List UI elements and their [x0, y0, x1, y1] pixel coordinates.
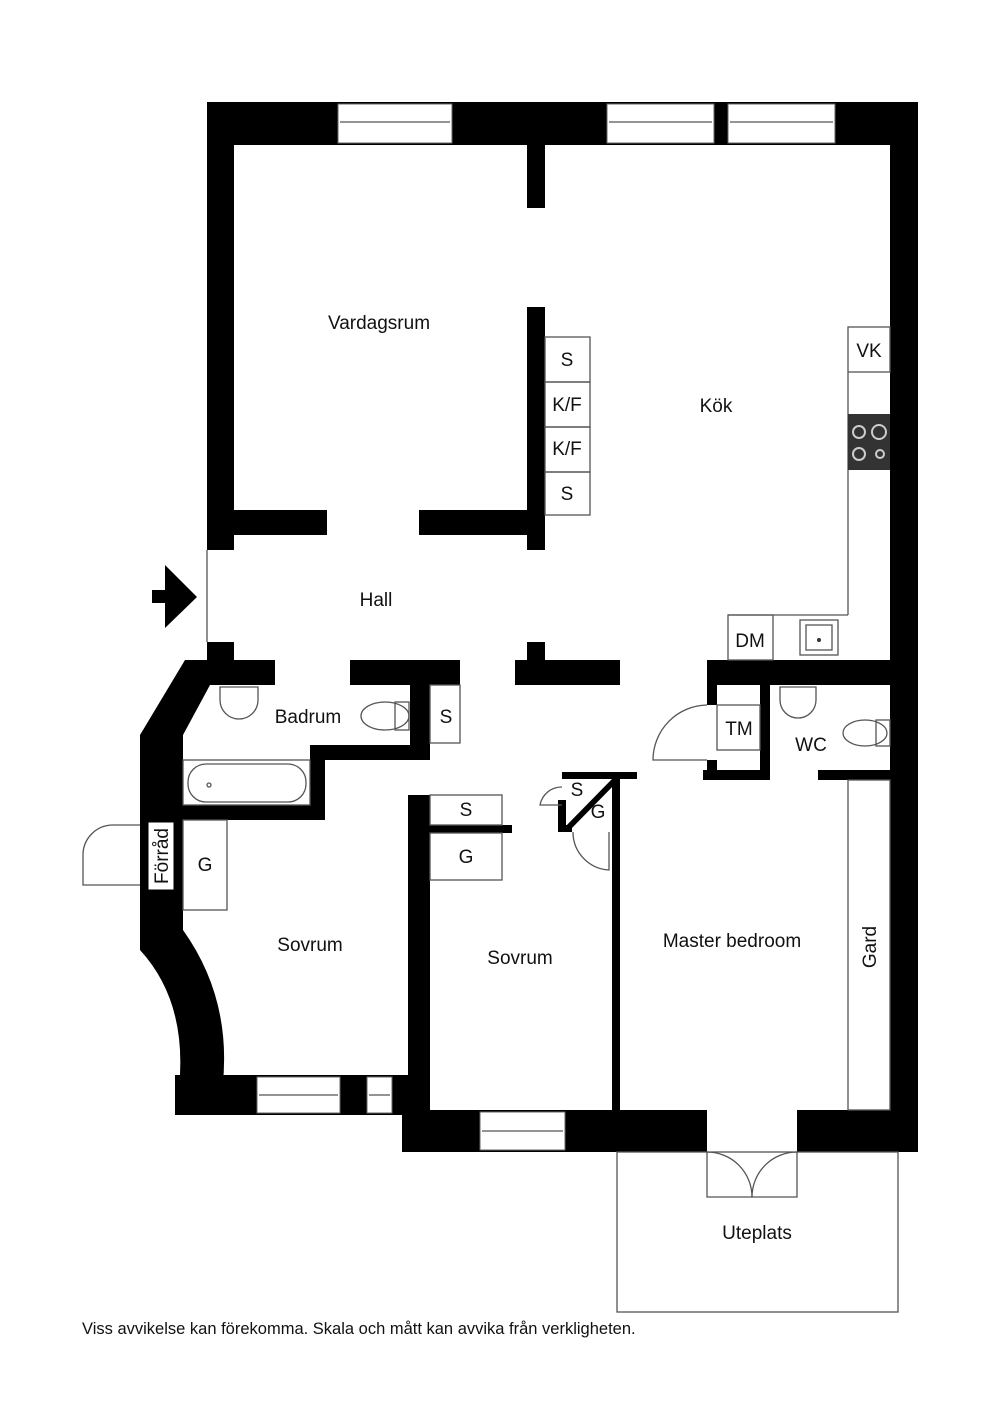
windows — [256, 103, 836, 1151]
fixture-label: G — [459, 847, 474, 868]
walls — [140, 102, 918, 1152]
sink-icon — [799, 619, 839, 656]
fixture-label: S — [571, 780, 584, 801]
stove-icon — [848, 414, 890, 470]
room-label-bedroom-2: Sovrum — [487, 948, 552, 969]
room-label-kitchen: Kök — [700, 396, 733, 417]
fixture-label: TM — [725, 719, 752, 740]
fixture-label: K/F — [552, 439, 582, 460]
fixture-label: K/F — [552, 395, 582, 416]
room-label-master-bedroom: Master bedroom — [663, 931, 801, 952]
room-label-bedroom-1: Sovrum — [277, 935, 342, 956]
fixture-label: S — [561, 484, 574, 505]
room-label-storage: Förråd — [152, 828, 173, 884]
bathroom-fixtures — [82, 684, 899, 1313]
kitchen-fixtures — [544, 326, 891, 661]
disclaimer-text: Viss avvikelse kan förekomma. Skala och … — [82, 1320, 636, 1338]
entrance-arrow-icon — [152, 565, 197, 628]
fixture-label: G — [198, 855, 213, 876]
room-label-patio: Uteplats — [722, 1223, 792, 1244]
room-label-living: Vardagsrum — [328, 313, 430, 334]
fixture-label: S — [460, 800, 473, 821]
fixture-label: VK — [856, 341, 882, 362]
fixture-label: G — [591, 802, 606, 823]
fixture-label: S — [561, 350, 574, 371]
room-label-bathroom: Badrum — [275, 707, 342, 728]
fixture-label: S — [440, 707, 453, 728]
fixture-label: DM — [735, 631, 765, 652]
room-label-wardrobe: Gard — [860, 926, 881, 968]
room-label-wc: WC — [795, 735, 827, 756]
room-label-hall: Hall — [360, 590, 393, 611]
